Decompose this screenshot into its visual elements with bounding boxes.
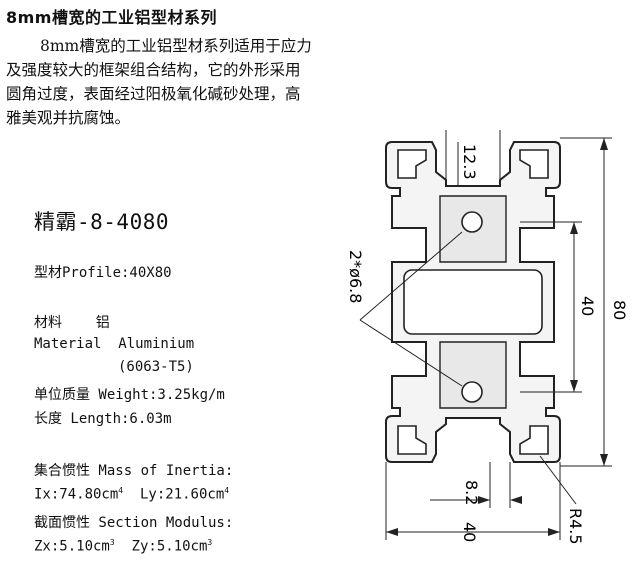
spec-zy: Zy:5.10cm (131, 538, 208, 555)
dim-radius-label: R4.5 (566, 508, 585, 545)
spec-modulus-title: 截面惯性 Section Modulus: (34, 515, 234, 531)
dim-inner-label: 40 (578, 296, 597, 316)
profile-cross-section-drawing: 80 40 12.3 2*ø6.8 8.2 40 R4.5 (346, 130, 629, 545)
page-heading: 8mm槽宽的工业铝型材系列 (6, 8, 217, 27)
spec-weight: 单位质量 Weight:3.25kg/m (34, 387, 225, 403)
dimension-slot-depth (445, 130, 501, 186)
dim-width-label: 40 (460, 522, 479, 542)
dim-holes-label: 2*ø6.8 (346, 250, 365, 303)
dimension-slot-width (430, 462, 522, 508)
spec-material-en: Material Aluminium (34, 336, 195, 352)
spec-ly-unit: 4 (224, 486, 230, 495)
spec-modulus-values: Zx:5.10cm3 Zy:5.10cm3 (34, 538, 212, 555)
cavity-center (403, 269, 543, 335)
leader-radius (539, 455, 577, 505)
spec-zy-unit: 3 (207, 538, 213, 547)
spec-inertia-values: Ix:74.80cm4 Ly:21.60cm4 (34, 486, 229, 503)
spec-zx-unit: 3 (109, 538, 115, 547)
spec-ix-unit: 4 (118, 486, 124, 495)
spec-ly: Ly:21.60cm (139, 486, 225, 503)
dimension-total-height (560, 137, 612, 467)
dim-slot-label: 8.2 (462, 480, 481, 505)
hole-upper (461, 211, 483, 233)
intro-line-1: 8mm槽宽的工业铝型材系列适用于应力 (40, 37, 312, 55)
leader-holes-2 (359, 231, 463, 321)
slot-top-left (397, 149, 427, 179)
dim-slot-depth-label: 12.3 (460, 144, 479, 180)
dimension-inner-height (520, 221, 582, 393)
intro-paragraph: 8mm槽宽的工业铝型材系列适用于应力 及强度较大的框架组合结构，它的外形采用 圆… (6, 34, 376, 130)
spec-zx: Zx:5.10cm (34, 538, 110, 555)
spec-length: 长度 Length:6.03m (34, 411, 172, 427)
cavity-lower (439, 341, 507, 409)
slot-top-right (519, 149, 549, 179)
intro-line-3: 圆角过度，表面经过阳极氧化碱砂处理，高 (6, 85, 301, 103)
spec-ix: Ix:74.80cm (34, 486, 119, 503)
slot-bottom-right (519, 425, 549, 455)
spec-material-cn: 材料 铝 (34, 315, 110, 331)
spec-inertia-title: 集合惯性 Mass of Inertia: (34, 463, 234, 479)
dimension-width (385, 462, 561, 540)
model-name: 精霸-8-4080 (34, 210, 170, 234)
spec-alloy: (6063-T5) (118, 359, 194, 375)
spec-profile: 型材Profile:40X80 (34, 265, 172, 281)
intro-line-4: 雅美观并抗腐蚀。 (6, 109, 131, 127)
intro-line-2: 及强度较大的框架组合结构，它的外形采用 (6, 61, 301, 79)
hole-lower (461, 381, 483, 403)
slot-bottom-left (397, 425, 427, 455)
dim-total-label: 80 (610, 300, 629, 320)
leader-holes (359, 319, 463, 387)
